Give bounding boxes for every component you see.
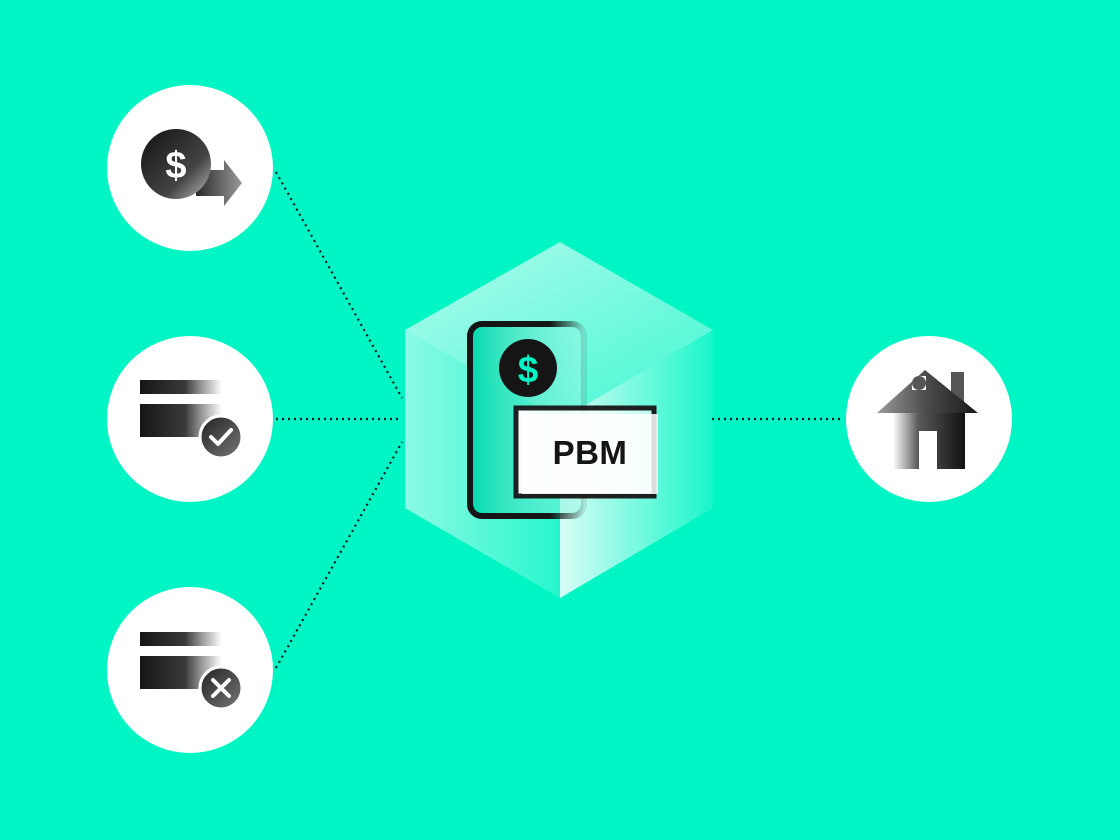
connector-payment [275, 171, 403, 399]
card-check-icon [140, 380, 244, 460]
node-card-approved [107, 336, 273, 502]
node-card-declined [107, 587, 273, 753]
dollar-coin-icon: $ [499, 339, 557, 397]
connectors [275, 171, 842, 669]
pbm-center: $ PBM [405, 242, 713, 598]
node-payment-out: $ [107, 85, 273, 251]
house-icon [877, 370, 978, 469]
dollar-arrow-icon: $ [141, 129, 242, 206]
svg-text:$: $ [165, 145, 186, 187]
card-cross-icon [140, 632, 244, 711]
node-home [846, 336, 1012, 502]
pbm-label: PBM [553, 434, 628, 471]
connector-card-declined [275, 441, 403, 669]
svg-text:$: $ [518, 349, 539, 390]
